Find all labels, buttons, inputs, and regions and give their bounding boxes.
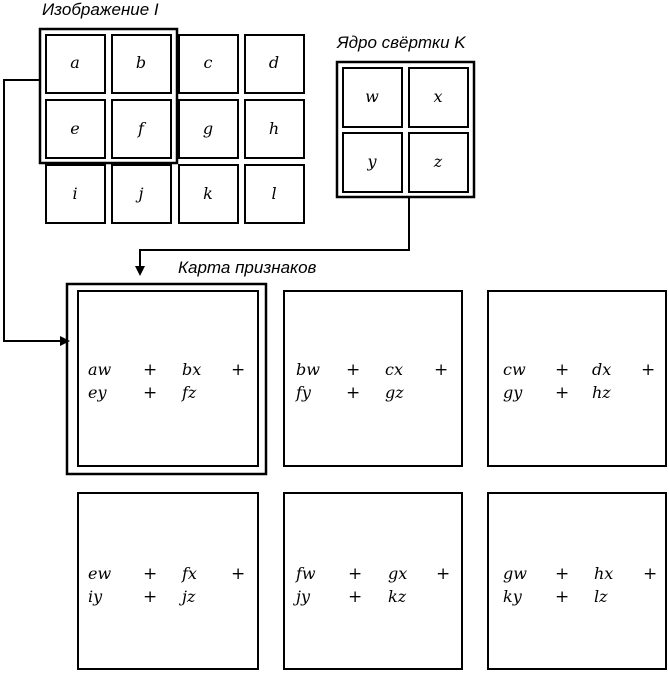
- term: bx: [182, 360, 201, 379]
- plus-sign: +: [348, 564, 362, 584]
- image-cell-box: [111, 164, 172, 224]
- output-cell-box: [77, 290, 259, 467]
- plus-sign: +: [434, 360, 448, 380]
- kernel-grid: w x y z: [335, 60, 476, 199]
- output-cell-box: [283, 290, 463, 467]
- image-to-output-arrow: [3, 79, 70, 346]
- image-cell-box: [111, 99, 172, 159]
- term: cx: [385, 360, 403, 379]
- plus-sign: +: [555, 360, 569, 380]
- plus-sign: +: [143, 383, 157, 403]
- term: dx: [592, 360, 611, 379]
- plus-sign: +: [641, 360, 655, 380]
- image-cell-box: [244, 99, 305, 159]
- kernel-frame: [335, 60, 476, 199]
- plus-sign: +: [555, 383, 569, 403]
- plus-sign: +: [231, 564, 245, 584]
- output-cell-0-1: bw + cx + fy + gz: [295, 360, 448, 403]
- plus-sign: +: [143, 587, 157, 607]
- image-cell-label: c: [204, 53, 213, 72]
- image-cell-label: i: [72, 184, 77, 203]
- term: ew: [88, 564, 111, 583]
- image-cell-box: [45, 164, 106, 224]
- output-cell-box: [487, 290, 667, 467]
- kernel-cell-box: [342, 67, 403, 128]
- image-cell-box: [45, 99, 106, 159]
- plus-sign: +: [143, 564, 157, 584]
- kernel-title: Ядро свёртки K: [336, 33, 466, 52]
- image-cell-label: b: [136, 53, 146, 72]
- term: jy: [293, 587, 311, 606]
- plus-sign: +: [555, 587, 569, 607]
- term: fz: [181, 383, 197, 402]
- image-cell-label: h: [269, 119, 279, 138]
- kernel-cell-label: y: [366, 152, 377, 171]
- term: fw: [295, 564, 316, 583]
- term: kz: [388, 587, 407, 606]
- output-cell-1-1: fw + gx + jy + kz: [293, 564, 450, 607]
- plus-sign: +: [346, 360, 360, 380]
- kernel-cell-label: w: [365, 87, 379, 106]
- image-cell-box: [178, 34, 239, 94]
- term: ey: [88, 383, 107, 402]
- kernel-cell-label: x: [433, 87, 442, 106]
- term: gx: [388, 564, 407, 583]
- output-cell-1-0: ew + fx + iy + jz: [88, 564, 245, 607]
- term: fx: [181, 564, 197, 583]
- term: lz: [594, 587, 608, 606]
- image-cell-box: [244, 34, 305, 94]
- term: hz: [592, 383, 611, 402]
- output-cell-box: [77, 492, 259, 670]
- image-cell-label: k: [203, 184, 213, 203]
- image-cell-label: l: [271, 184, 276, 203]
- image-title: Изображение I: [42, 0, 159, 19]
- image-cell-box: [244, 164, 305, 224]
- image-cell-label: j: [136, 184, 144, 203]
- output-cell-1-2: gw + hx + ky + lz: [503, 564, 657, 607]
- kernel-cell-box: [408, 67, 469, 128]
- image-cell-box: [45, 34, 106, 94]
- plus-sign: +: [436, 564, 450, 584]
- term: fy: [295, 383, 312, 402]
- image-cell-label: a: [70, 53, 80, 72]
- term: bw: [296, 360, 320, 379]
- output-cell-box: [487, 492, 667, 670]
- kernel-cell-box: [408, 132, 469, 193]
- term: cw: [503, 360, 526, 379]
- term: iy: [88, 587, 103, 606]
- image-cell-label: e: [70, 119, 79, 138]
- plus-sign: +: [643, 564, 657, 584]
- plus-sign: +: [143, 360, 157, 380]
- plus-sign: +: [346, 383, 360, 403]
- plus-sign: +: [348, 587, 362, 607]
- term: aw: [88, 360, 112, 379]
- term: gw: [503, 564, 527, 583]
- kernel-cell-box: [342, 132, 403, 193]
- term: ky: [503, 587, 523, 606]
- image-grid: a b c d e f g h i j k l: [45, 34, 305, 224]
- feature-map-title: Карта признаков: [178, 258, 317, 277]
- receptive-field-frame: [38, 27, 179, 165]
- output-cell-box: [283, 492, 463, 670]
- image-cell-label: g: [203, 119, 213, 138]
- term: gz: [385, 383, 404, 402]
- image-cell-box: [178, 99, 239, 159]
- output-cell-0-2: cw + dx + gy + hz: [503, 360, 655, 403]
- term: hx: [594, 564, 613, 583]
- output-highlight-frame: [65, 282, 268, 476]
- plus-sign: +: [555, 564, 569, 584]
- plus-sign: +: [231, 360, 245, 380]
- term: gy: [503, 383, 523, 402]
- image-cell-label: d: [269, 53, 279, 72]
- output-cell-0-0: aw + bx + ey + fz: [88, 360, 245, 403]
- image-cell-box: [178, 164, 239, 224]
- term: jz: [179, 587, 196, 606]
- image-cell-label: f: [137, 119, 147, 138]
- kernel-cell-label: z: [433, 152, 443, 171]
- image-cell-box: [111, 34, 172, 94]
- kernel-to-output-arrow: [135, 197, 410, 276]
